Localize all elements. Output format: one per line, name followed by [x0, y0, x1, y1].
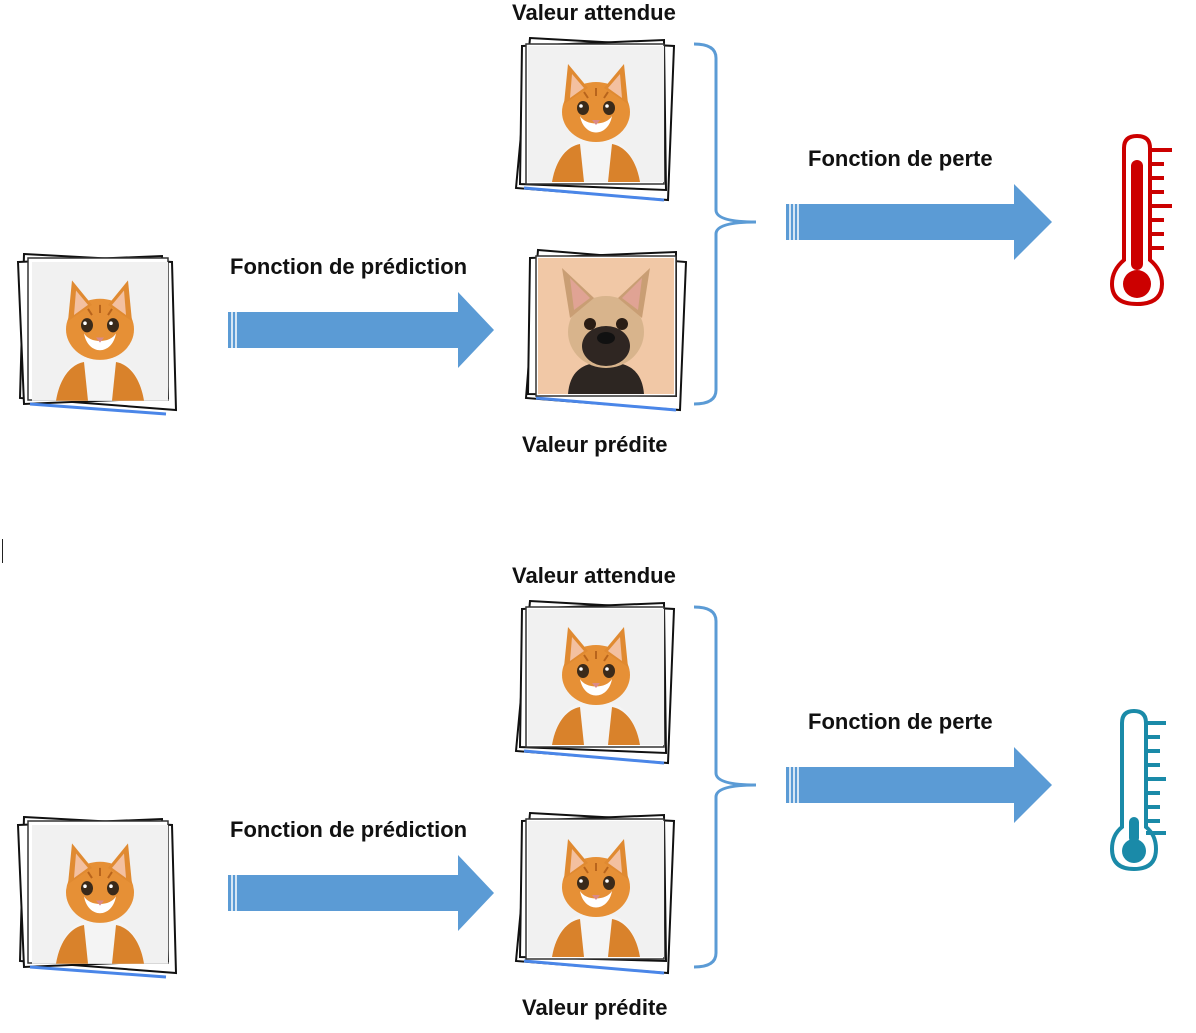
predicted-value-label: Valeur prédite: [522, 432, 668, 457]
prediction-function-label: Fonction de prédiction: [230, 817, 468, 842]
diagram-panel-bottom: Valeur attendue Fonction de prédiction F…: [0, 563, 1196, 1033]
predicted-value-label: Valeur prédite: [522, 995, 668, 1020]
cat-icon: [30, 260, 170, 402]
cat-icon: [527, 820, 665, 958]
dog-icon: [538, 258, 674, 394]
input-image-card: [16, 252, 178, 416]
expected-image-card: [514, 36, 676, 202]
cat-icon: [30, 823, 170, 965]
text-cursor: [2, 539, 3, 563]
thermometer-cold-icon: [1109, 708, 1166, 872]
input-image-card: [16, 815, 178, 979]
comparison-bracket: [693, 42, 757, 406]
panel-art: [16, 36, 1172, 416]
prediction-function-label: Fonction de prédiction: [230, 254, 468, 279]
predicted-image-card: [514, 811, 676, 975]
cat-icon: [527, 45, 665, 183]
predicted-image-card: [524, 248, 688, 412]
prediction-arrow: [228, 292, 494, 368]
loss-arrow: [786, 184, 1052, 260]
loss-function-label: Fonction de perte: [808, 146, 993, 171]
loss-arrow: [786, 747, 1052, 823]
cat-icon: [527, 608, 665, 746]
thermometer-hot-icon: [1109, 133, 1172, 307]
loss-function-label: Fonction de perte: [808, 709, 993, 734]
diagram-panel-top: Valeur attendue Fonction de prédiction F…: [0, 0, 1196, 470]
expected-value-label: Valeur attendue: [512, 563, 676, 588]
comparison-bracket: [693, 605, 757, 969]
panel-art: [16, 599, 1166, 979]
expected-image-card: [514, 599, 676, 765]
expected-value-label: Valeur attendue: [512, 0, 676, 25]
prediction-arrow: [228, 855, 494, 931]
